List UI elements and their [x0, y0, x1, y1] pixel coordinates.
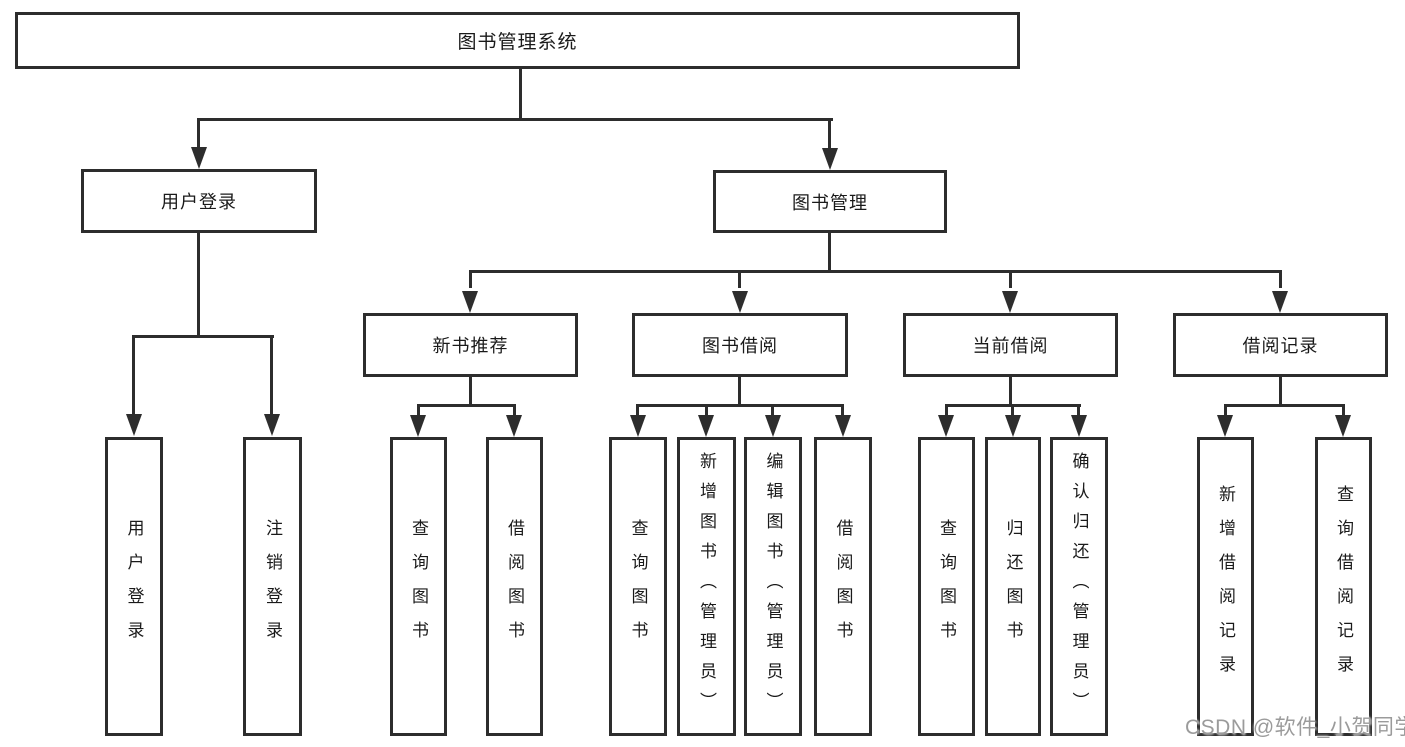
node-borrowing-add-books-admin: 新增图书（管理员） [677, 437, 736, 736]
connector-line [469, 270, 1282, 273]
node-label: 查询图书 [937, 518, 956, 655]
node-label: 查询图书 [628, 518, 648, 655]
node-borrow-records: 借阅记录 [1173, 313, 1388, 377]
node-book-borrowing: 图书借阅 [632, 313, 848, 377]
connector-line [469, 270, 472, 288]
connector-line [1224, 404, 1344, 407]
connector-arrowhead [732, 291, 748, 313]
node-label: 新书推荐 [432, 336, 509, 356]
connector-arrowhead [126, 414, 142, 436]
node-logout: 注销登录 [243, 437, 302, 736]
node-label: 借阅图书 [505, 518, 524, 655]
connector-line [738, 270, 741, 288]
node-borrowing-borrow-books: 借阅图书 [814, 437, 872, 736]
node-label: 用户登录 [161, 192, 237, 212]
connector-line [828, 233, 831, 272]
node-recommend-query-books: 查询图书 [390, 437, 447, 736]
connector-arrowhead [462, 291, 478, 313]
connector-line [771, 404, 774, 416]
connector-line [738, 377, 741, 405]
node-label: 注销登录 [263, 518, 282, 655]
connector-arrowhead [1217, 415, 1233, 437]
node-book-management: 图书管理 [713, 170, 947, 233]
connector-arrowhead [1002, 291, 1018, 313]
connector-arrowhead [698, 415, 714, 437]
node-label: 新增借阅记录 [1216, 484, 1235, 689]
node-label: 图书管理系统 [457, 32, 578, 53]
connector-line [197, 233, 200, 337]
connector-arrowhead [410, 415, 426, 437]
connector-line [705, 404, 708, 416]
node-label: 确认归还（管理员） [1069, 451, 1089, 722]
node-label: 借阅图书 [833, 518, 853, 655]
node-records-query-record: 查询借阅记录 [1315, 437, 1372, 736]
connector-line [1009, 377, 1012, 405]
connector-line [945, 404, 948, 416]
connector-line [1279, 377, 1282, 405]
connector-line [1011, 404, 1014, 416]
node-label: 归还图书 [1003, 518, 1023, 655]
connector-line [1077, 404, 1080, 416]
connector-arrowhead [630, 415, 646, 437]
node-label: 图书借阅 [702, 336, 778, 356]
csdn-watermark: CSDN @软件_小贺同学 [1185, 716, 1405, 739]
connector-arrowhead [765, 415, 781, 437]
connector-line [828, 118, 831, 148]
connector-arrowhead [506, 415, 522, 437]
node-label: 当前借阅 [972, 336, 1049, 356]
connector-line [132, 335, 135, 414]
node-label: 编辑图书（管理员） [763, 451, 783, 722]
connector-line [513, 404, 516, 416]
connector-line [417, 404, 420, 416]
connector-line [197, 118, 200, 148]
node-borrowing-edit-books-admin: 编辑图书（管理员） [744, 437, 802, 736]
connector-arrowhead [835, 415, 851, 437]
node-label: 新增图书（管理员） [697, 451, 716, 722]
connector-line [636, 404, 639, 416]
node-recommend-borrow-books: 借阅图书 [486, 437, 543, 736]
connector-line [1279, 270, 1282, 288]
connector-line [1342, 404, 1345, 416]
node-current-borrowing: 当前借阅 [903, 313, 1118, 377]
connector-line [841, 404, 844, 416]
connector-arrowhead [1272, 291, 1288, 313]
node-label: 用户登录 [124, 518, 144, 655]
connector-arrowhead [822, 148, 838, 170]
node-current-query-books: 查询图书 [918, 437, 975, 736]
connector-arrowhead [1005, 415, 1021, 437]
connector-arrowhead [191, 147, 207, 169]
node-user-login-group: 用户登录 [81, 169, 317, 233]
node-label: 借阅记录 [1242, 336, 1319, 356]
connector-line [417, 404, 516, 407]
connector-line [636, 404, 844, 407]
node-borrowing-query-books: 查询图书 [609, 437, 667, 736]
connector-line [519, 69, 522, 119]
node-records-add-record: 新增借阅记录 [1197, 437, 1254, 736]
connector-line [1009, 270, 1012, 288]
node-label: 查询图书 [409, 518, 428, 655]
connector-line [132, 335, 274, 338]
node-label: 查询借阅记录 [1334, 484, 1353, 689]
connector-arrowhead [264, 414, 280, 436]
connector-arrowhead [1071, 415, 1087, 437]
node-library-system: 图书管理系统 [15, 12, 1020, 69]
node-user-login: 用户登录 [105, 437, 163, 736]
connector-line [270, 335, 273, 414]
connector-arrowhead [1335, 415, 1351, 437]
connector-line [1224, 404, 1227, 416]
connector-line [469, 377, 472, 405]
node-label: 图书管理 [792, 192, 868, 213]
connector-arrowhead [938, 415, 954, 437]
node-current-confirm-return-admin: 确认归还（管理员） [1050, 437, 1108, 736]
node-new-book-recommend: 新书推荐 [363, 313, 578, 377]
node-current-return-books: 归还图书 [985, 437, 1041, 736]
connector-line [197, 118, 833, 121]
